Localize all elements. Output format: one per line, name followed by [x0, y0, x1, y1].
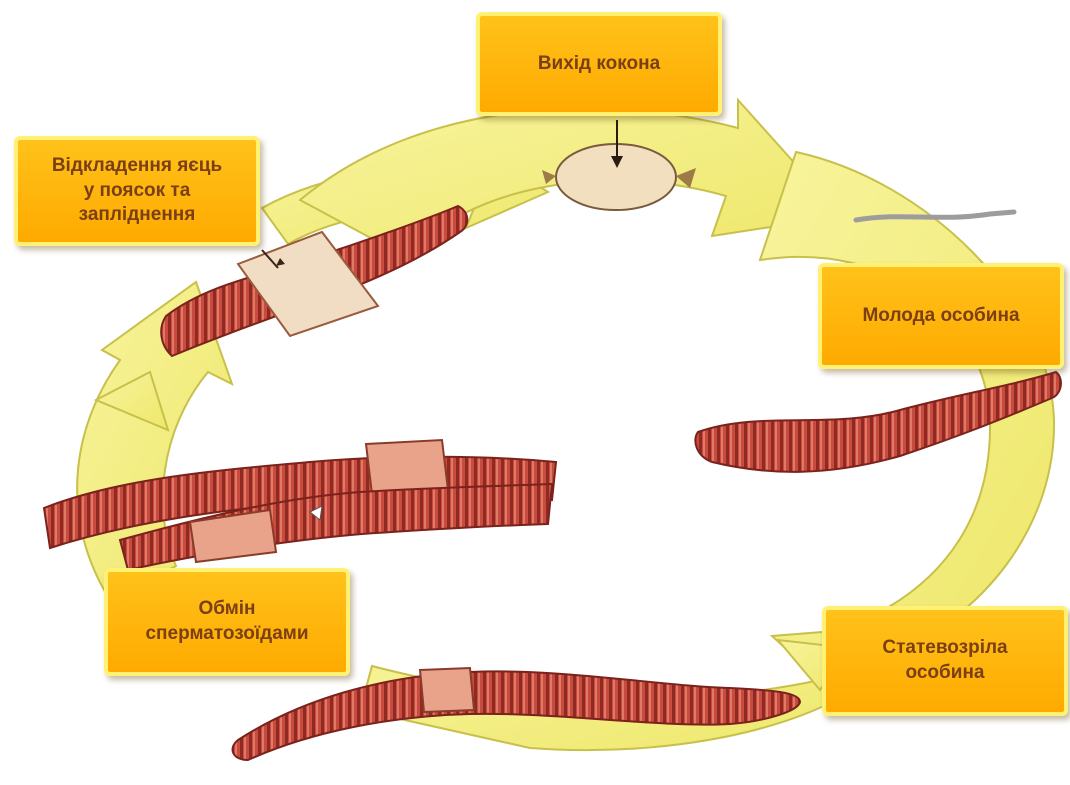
label-young-individual: Молода особина	[818, 263, 1064, 369]
label-mature-individual: Статевозріла особина	[822, 606, 1068, 716]
label-egg-laying: Відкладення яєць у поясок та запліднення	[14, 136, 260, 246]
label-sperm-exchange: Обмін сперматозоїдами	[104, 568, 350, 676]
mature-worm	[233, 668, 800, 760]
label-cocoon-exit: Вихід кокона	[476, 12, 722, 116]
